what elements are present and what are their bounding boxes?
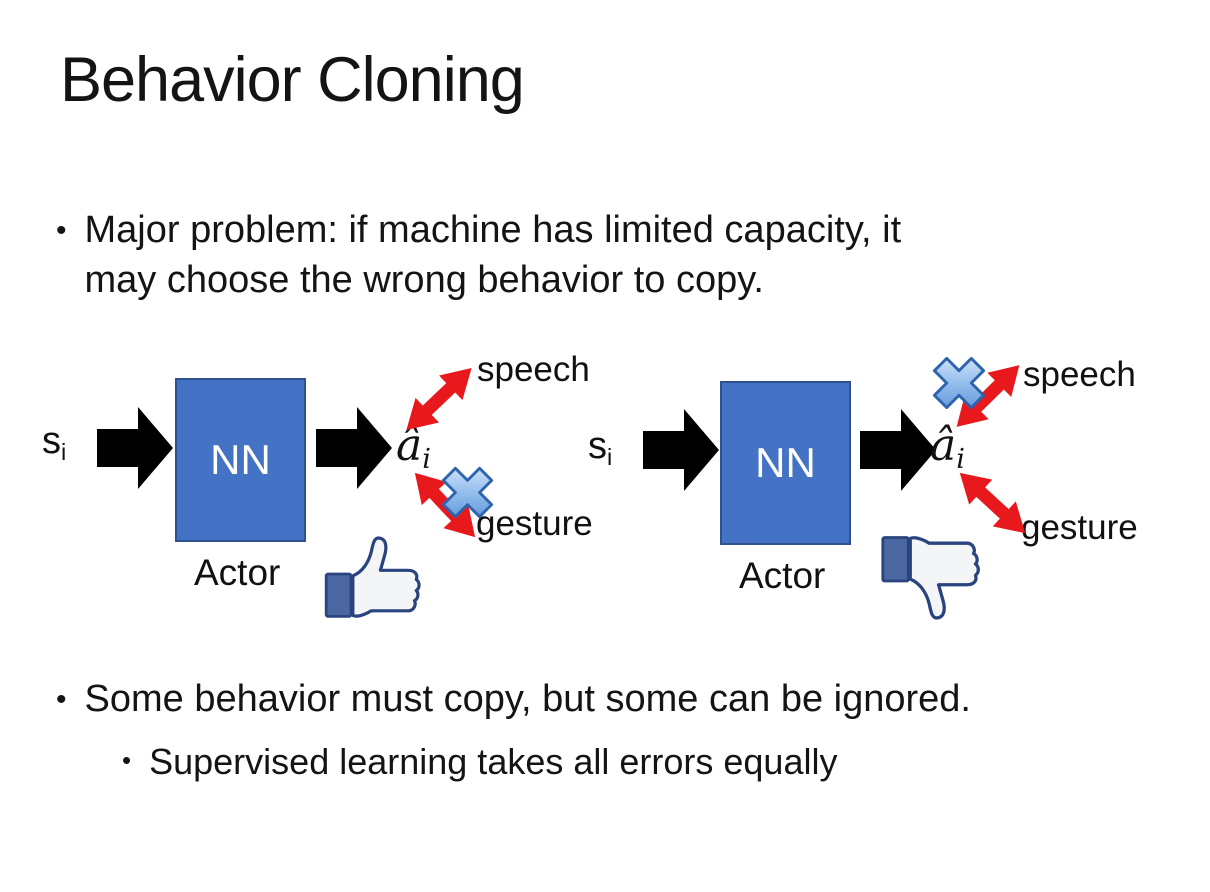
thumbs-down-icon — [880, 533, 984, 629]
sub-bullet-supervised-text: Supervised learning takes all errors equ… — [149, 741, 838, 782]
blue-cross-icon — [932, 356, 986, 410]
state-label: si — [588, 425, 613, 471]
flow-arrow-icon — [643, 409, 719, 491]
bullet-marker: • — [56, 214, 67, 247]
actor-label: Actor — [739, 555, 826, 596]
bullet-major-problem-line1: Major problem: if machine has limited ca… — [84, 209, 902, 251]
actor-label: Actor — [194, 552, 281, 593]
thumbs-up-icon — [322, 528, 426, 620]
flow-arrow-icon — [316, 407, 392, 489]
speech-label: speech — [477, 350, 590, 389]
blue-cross-icon — [441, 466, 494, 519]
bullet-some-behavior-text: Some behavior must copy, but some can be… — [84, 678, 971, 720]
bullet-marker: • — [122, 745, 132, 775]
nn-box: NN — [720, 381, 851, 545]
flow-arrow-icon — [97, 407, 173, 489]
sub-bullet-supervised: • Supervised learning takes all errors e… — [122, 738, 837, 786]
nn-box: NN — [175, 378, 306, 542]
red-double-arrow-gesture-icon — [948, 460, 1036, 545]
red-double-arrow-speech-icon — [395, 356, 484, 443]
nn-label: NN — [210, 436, 271, 483]
bullet-major-problem: • Major problem: if machine has limited … — [56, 205, 901, 305]
red-double-arrow-speech-icon — [945, 353, 1032, 439]
slide-title: Behavior Cloning — [60, 45, 525, 115]
state-label: si — [42, 420, 67, 466]
bullet-marker: • — [56, 683, 67, 716]
nn-label: NN — [755, 439, 816, 486]
gesture-label: gesture — [1021, 508, 1138, 547]
action-label: âi — [930, 420, 965, 476]
flow-arrow-icon — [860, 409, 936, 491]
bullet-some-behavior: • Some behavior must copy, but some can … — [56, 674, 971, 725]
gesture-label: gesture — [476, 504, 593, 543]
speech-label: speech — [1023, 355, 1136, 394]
bullet-major-problem-line2: may choose the wrong behavior to copy. — [84, 259, 764, 302]
